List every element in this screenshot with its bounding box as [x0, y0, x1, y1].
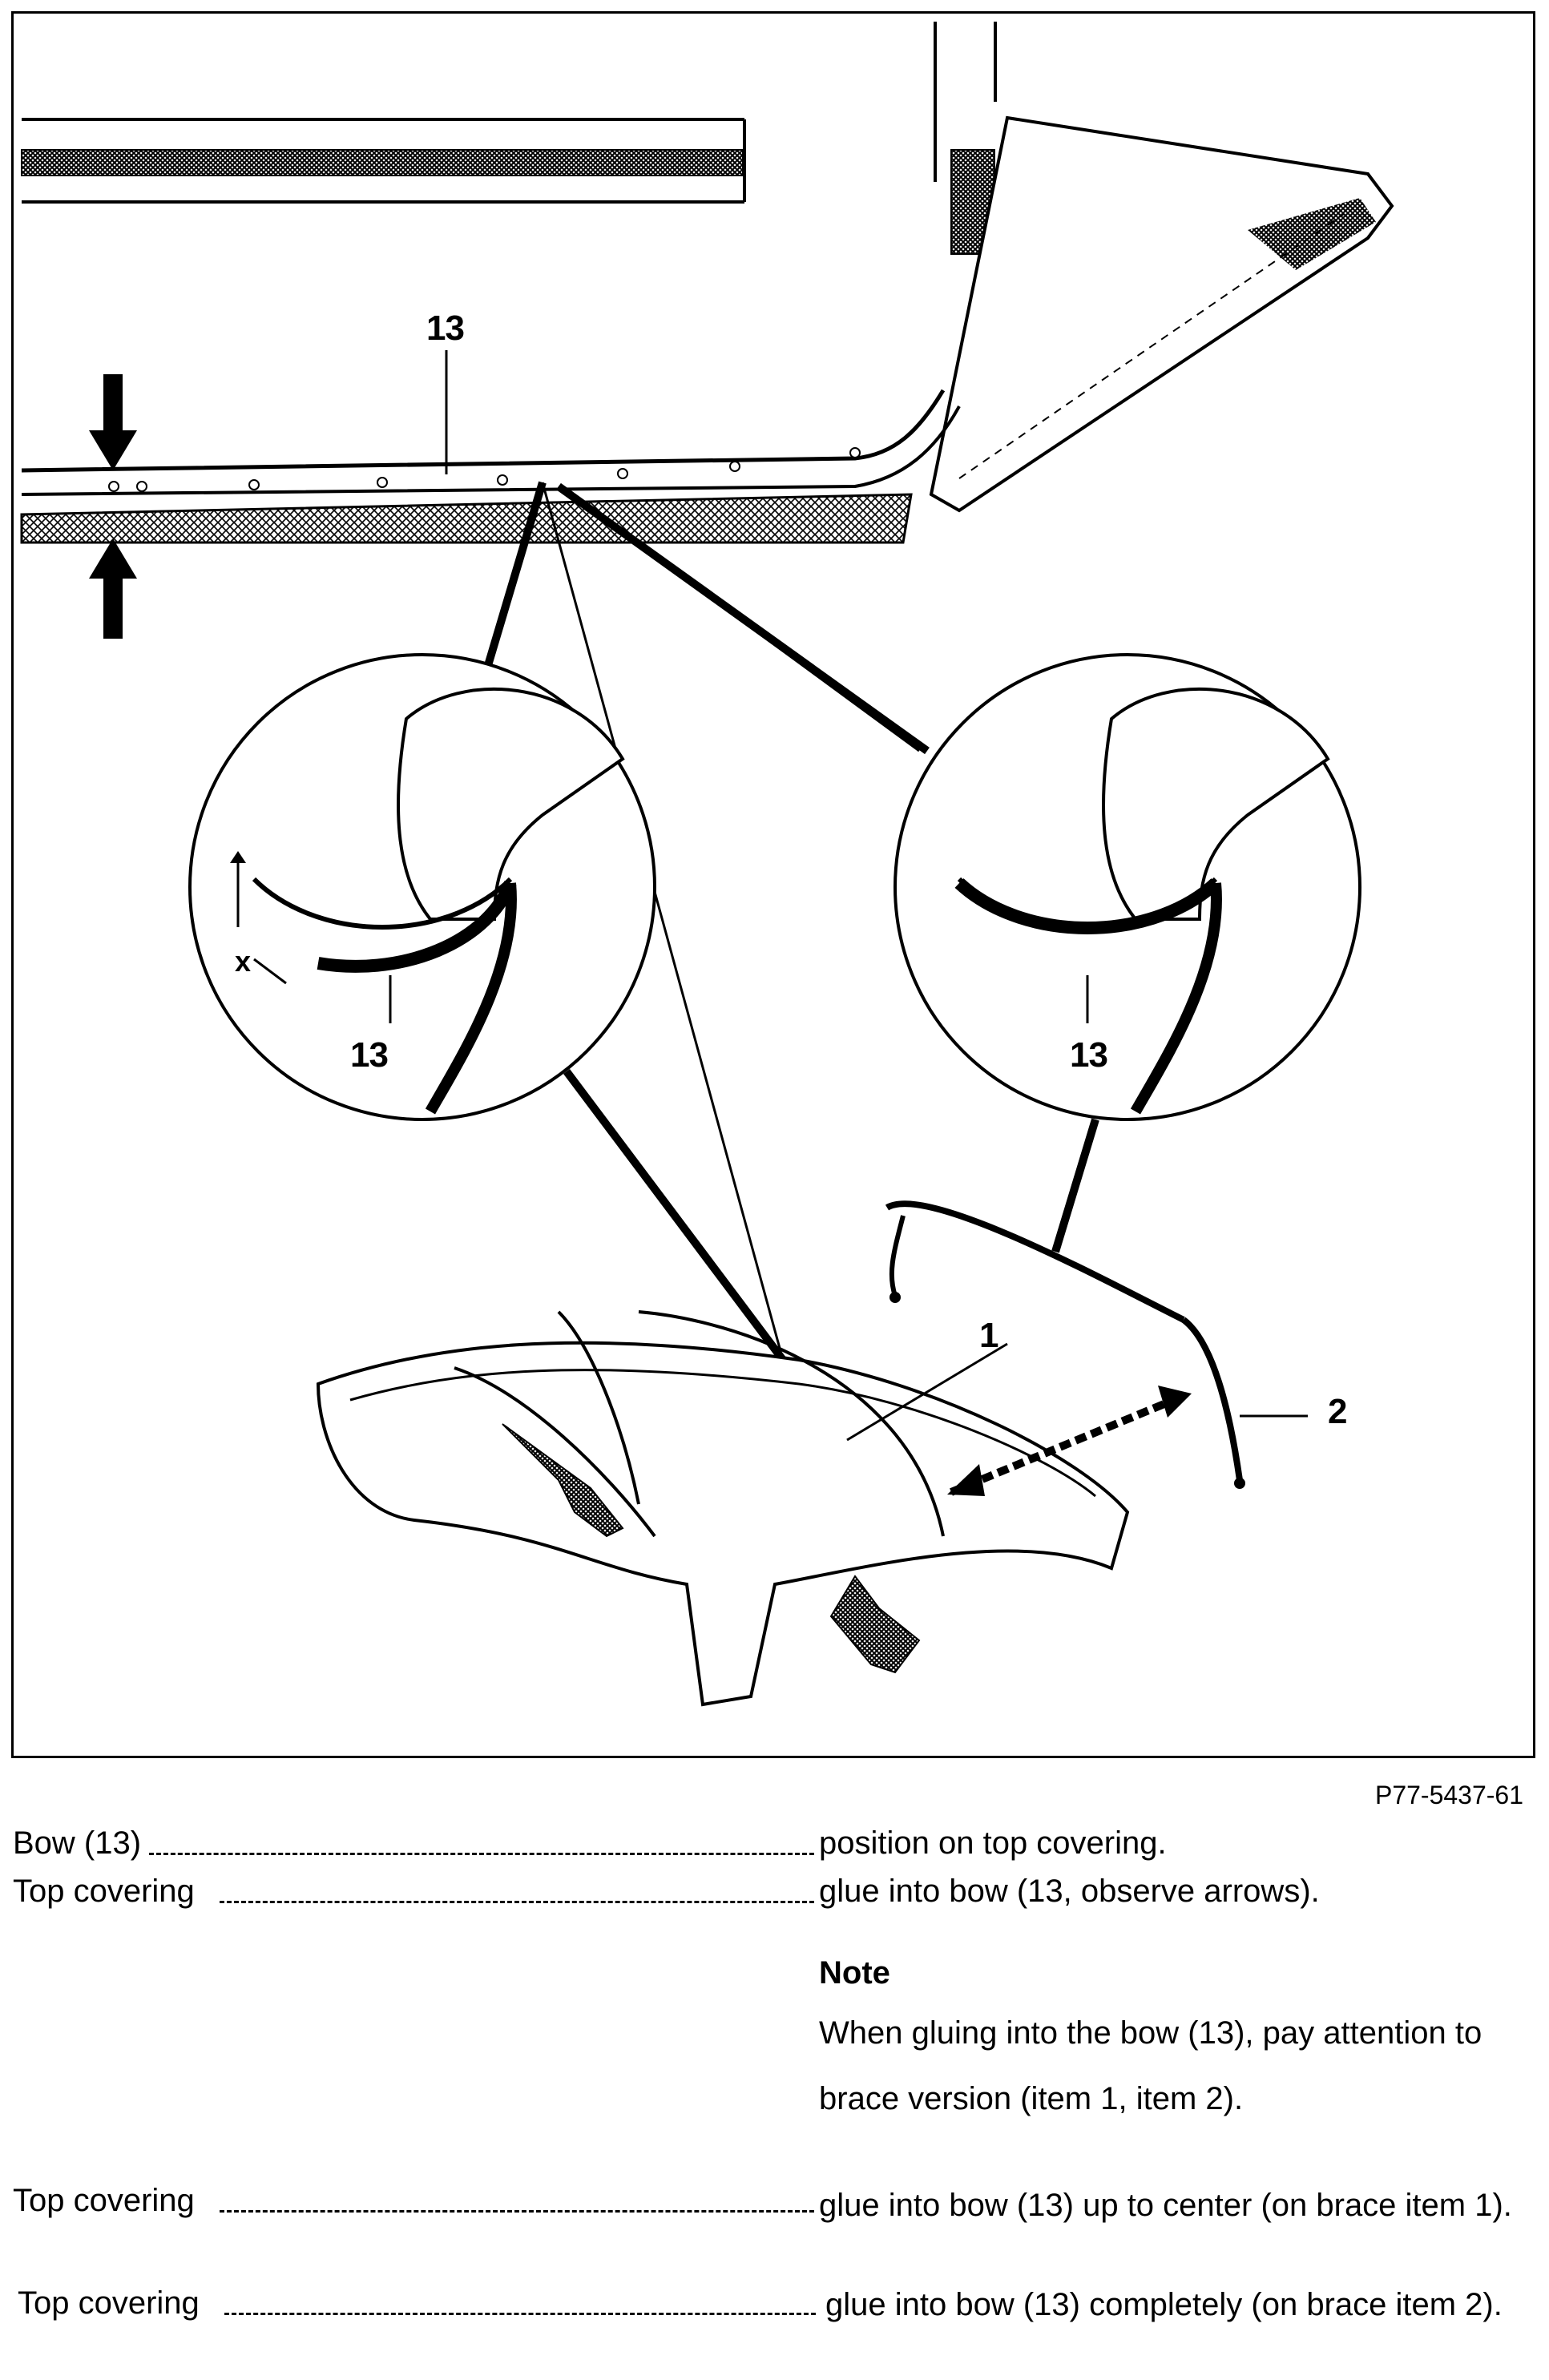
- step-part: Top covering: [18, 2285, 200, 2321]
- bow-corner-detail: [929, 22, 1394, 513]
- step-action: glue into bow (13) up to center (on brac…: [819, 2188, 1512, 2223]
- step-action: glue into bow (13, observe arrows).: [819, 1874, 1320, 1909]
- detail-circle-left: [188, 653, 656, 1121]
- callout-item-1: 1: [979, 1316, 999, 1355]
- detail-circle-right: [893, 653, 1361, 1121]
- callout-bow-13-left: 13: [350, 1035, 389, 1075]
- note-body: When gluing into the bow (13), pay atten…: [819, 2015, 1482, 2116]
- leader-dots: [149, 1853, 814, 1855]
- leader-dots: [224, 2313, 816, 2315]
- figure-code: P77-5437-61: [1374, 1781, 1523, 1809]
- note-title: Note: [819, 1955, 890, 1991]
- illustration-frame: 13 13 x 13 1 2: [11, 11, 1535, 1758]
- step-action: position on top covering.: [819, 1825, 1167, 1861]
- callout-bow-13-top: 13: [426, 309, 465, 348]
- top-frame-assembly: [316, 1200, 1308, 1707]
- leader-dots: [220, 1901, 814, 1903]
- callout-bow-13-right: 13: [1070, 1035, 1108, 1075]
- press-arrows: [89, 374, 137, 639]
- bow-13-section: [20, 350, 961, 544]
- leader-dots: [220, 2210, 814, 2213]
- step-part: Top covering: [13, 1874, 195, 1909]
- detail-leader-lines: [482, 481, 1099, 1362]
- strip-section-detail: [21, 118, 746, 204]
- step-part: Bow (13): [13, 1825, 142, 1861]
- step-part: Top covering: [13, 2183, 195, 2218]
- callout-item-2: 2: [1328, 1392, 1348, 1431]
- step-action: glue into bow (13) completely (on brace …: [825, 2287, 1503, 2322]
- convertible-top-illustration: [20, 22, 1394, 1707]
- callout-x-dimension: x: [235, 945, 251, 978]
